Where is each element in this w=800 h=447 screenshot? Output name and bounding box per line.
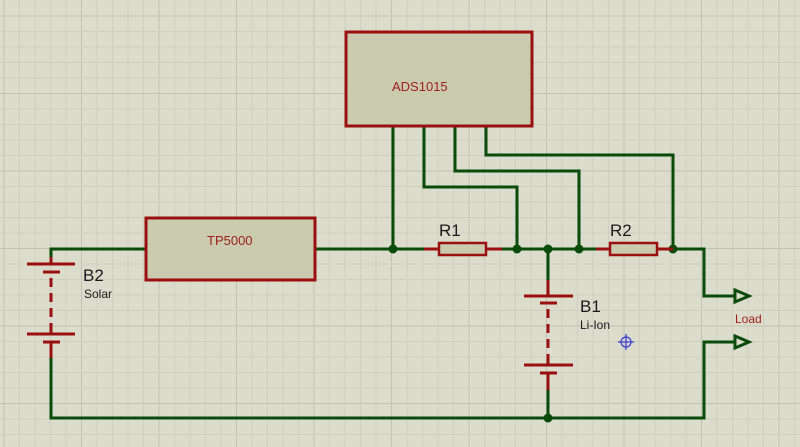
ads1015-label: ADS1015 [392, 79, 448, 94]
b2-ref-label: B2 [83, 266, 104, 285]
b2-value-label: Solar [84, 287, 112, 301]
junctions [388, 244, 678, 423]
junction-dot [512, 244, 522, 254]
junction-dot [543, 244, 553, 254]
junction-dot [543, 413, 553, 423]
load-label: Load [735, 312, 762, 326]
component-b2[interactable]: B2 Solar [27, 257, 112, 358]
junction-dot [388, 244, 398, 254]
load-port-negative-arrow-icon[interactable] [733, 333, 753, 351]
wire-ground-rail[interactable] [49, 340, 737, 420]
r1-body[interactable] [437, 241, 488, 257]
tp5000-label: TP5000 [207, 233, 253, 248]
wire-ads-pin3[interactable] [453, 124, 581, 251]
wire-ads-pin2[interactable] [422, 124, 519, 251]
tp5000-body[interactable] [144, 216, 317, 282]
wire-r2-to-load-pos[interactable] [671, 247, 737, 298]
crosshair-cursor-icon [618, 334, 634, 350]
r2-body[interactable] [608, 241, 659, 257]
wires [49, 124, 737, 420]
r1-label: R1 [439, 221, 461, 240]
r2-label: R2 [610, 221, 632, 240]
b1-value-label: Li-Ion [580, 318, 610, 332]
junction-dot [574, 244, 584, 254]
load-terminal[interactable]: Load [733, 287, 762, 351]
ads1015-body[interactable] [344, 30, 534, 128]
component-ads1015[interactable]: ADS1015 [344, 30, 534, 128]
component-r1[interactable]: R1 [424, 221, 502, 257]
wire-ads-pin4[interactable] [484, 124, 675, 251]
component-r2[interactable]: R2 [596, 221, 673, 257]
load-port-positive-arrow-icon[interactable] [733, 287, 753, 305]
wire-b2-to-tp5000[interactable] [49, 247, 148, 266]
component-b1[interactable]: B1 Li-Ion [524, 280, 610, 390]
component-tp5000[interactable]: TP5000 [144, 216, 317, 282]
b1-ref-label: B1 [580, 297, 601, 316]
